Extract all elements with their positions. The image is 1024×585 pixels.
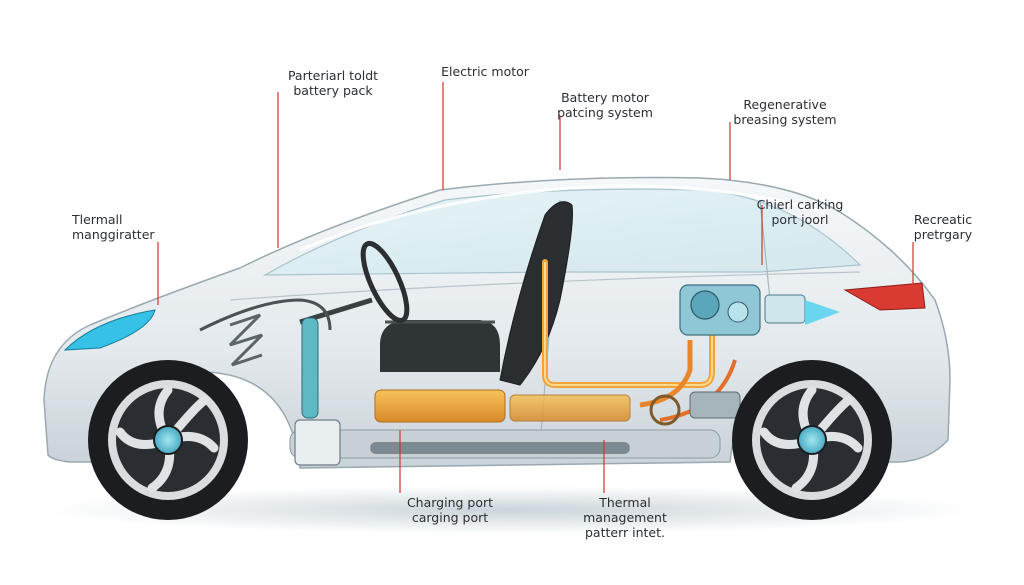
label-line: Regenerative <box>743 97 827 112</box>
label-line: patcing system <box>557 105 653 120</box>
headlight <box>63 309 156 351</box>
drive-shaft <box>370 442 630 454</box>
steering-wheel <box>360 240 410 324</box>
front-cabling <box>199 298 332 332</box>
label-line: manggiratter <box>72 227 155 242</box>
battery-pack <box>374 389 506 423</box>
label-line: port joorl <box>771 212 829 227</box>
label-line: carging port <box>411 510 489 525</box>
front-spring <box>228 313 264 367</box>
label-line: Charging port <box>406 495 494 510</box>
ground-shadow <box>40 486 980 534</box>
gearbox <box>689 391 741 419</box>
glow-cone <box>805 300 840 325</box>
front-drive-unit <box>294 419 341 466</box>
rear-wheel <box>732 360 892 520</box>
battery-pack-rear <box>509 394 631 422</box>
seat-cushion <box>380 320 500 372</box>
label-line: Electric motor <box>441 64 529 79</box>
gear-ring <box>649 394 681 426</box>
label-line: Parteriarl toldt <box>287 68 379 83</box>
seat-back <box>499 201 573 386</box>
label-line: battery pack <box>293 83 373 98</box>
label-line: Thermal <box>599 495 651 510</box>
label-line: Recreatic <box>913 212 973 227</box>
label-line: patterr intet. <box>585 525 665 540</box>
label-line: Tlermall <box>72 212 123 227</box>
taillight <box>843 282 926 311</box>
front-wheel <box>88 360 248 520</box>
label-electric-motor: Electric motor <box>420 64 550 79</box>
coolant-pipe-2 <box>639 340 693 408</box>
belt-line <box>229 271 861 301</box>
roof-line <box>299 184 831 252</box>
label-line: Battery motor <box>561 90 649 105</box>
coolant-pipe-inner <box>544 262 713 386</box>
label-line: pretrgary <box>913 227 973 242</box>
inverter-box <box>764 294 806 324</box>
front-strut <box>301 317 319 419</box>
motor-rotor-2 <box>727 301 749 323</box>
motor-rotor <box>690 290 720 320</box>
label-line: management <box>583 510 667 525</box>
label-line: breasing system <box>733 112 837 127</box>
label-line: Chierl carking <box>756 197 844 212</box>
